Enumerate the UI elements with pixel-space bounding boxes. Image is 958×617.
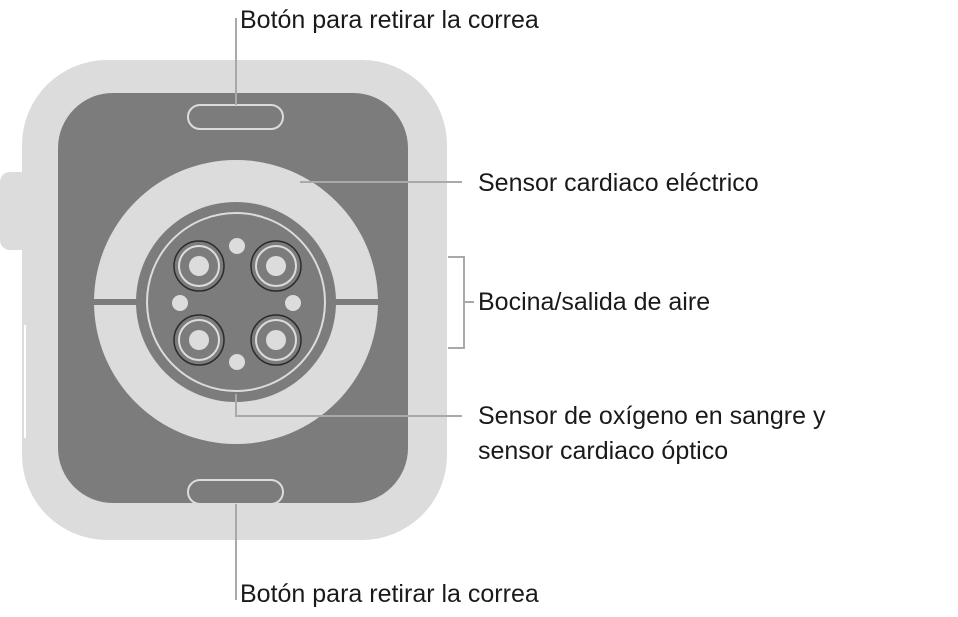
sensor-lens-top-right bbox=[250, 240, 302, 292]
callout-top-band-button: Botón para retirar la correa bbox=[240, 6, 539, 34]
optical-sensor-center bbox=[136, 202, 336, 402]
sensor-dot-right bbox=[285, 295, 301, 311]
ring-gap-right bbox=[332, 299, 380, 305]
sensor-dot-left bbox=[172, 295, 188, 311]
sensor-dot-top bbox=[229, 238, 245, 254]
sensor-lens-bottom-left bbox=[173, 314, 225, 366]
sensor-lens-bottom-right bbox=[250, 314, 302, 366]
leader-optical-sensor bbox=[235, 394, 462, 417]
sensor-dot-bottom bbox=[229, 354, 245, 370]
callout-optical-sensor-line1: Sensor de oxígeno en sangre y bbox=[478, 402, 826, 430]
callout-optical-sensor-line2: sensor cardiaco óptico bbox=[478, 437, 729, 465]
callout-bottom-band-button: Botón para retirar la correa bbox=[240, 580, 539, 608]
ring-gap-left bbox=[92, 299, 140, 305]
callout-electrical-heart-sensor: Sensor cardiaco eléctrico bbox=[478, 169, 759, 197]
sensor-lens-top-left bbox=[173, 240, 225, 292]
leader-speaker-bracket bbox=[448, 256, 465, 349]
optical-sensor-inner-ring bbox=[146, 212, 326, 392]
callout-speaker-vent: Bocina/salida de aire bbox=[478, 288, 711, 316]
digital-crown bbox=[0, 172, 30, 250]
